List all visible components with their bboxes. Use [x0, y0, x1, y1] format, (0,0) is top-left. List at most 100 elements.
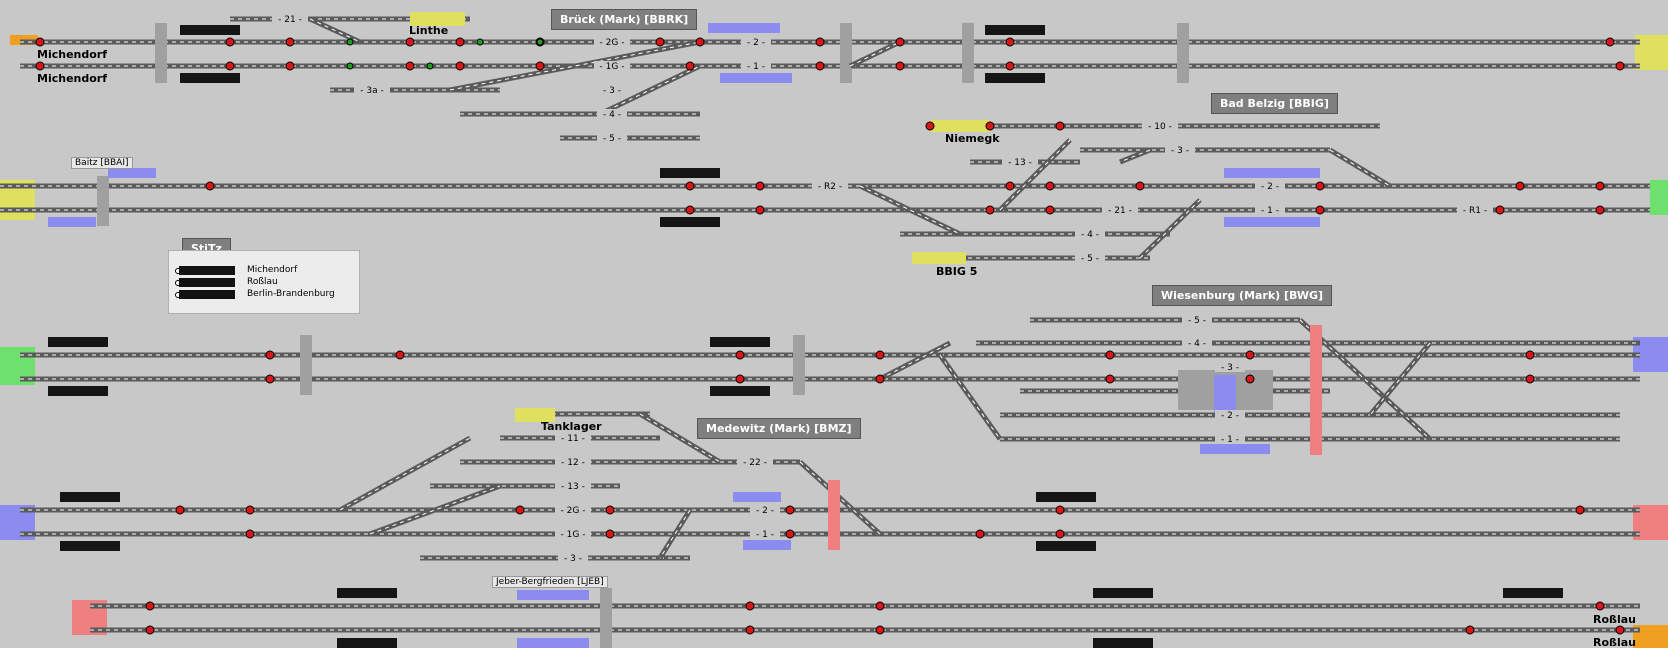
signal-red-icon[interactable] [785, 529, 795, 539]
signal-red-icon[interactable] [985, 121, 995, 131]
signal-red-icon[interactable] [605, 505, 615, 515]
occupancy-block[interactable] [710, 337, 770, 347]
signal-red-icon[interactable] [145, 625, 155, 635]
signal-red-icon[interactable] [685, 205, 695, 215]
signal-red-icon[interactable] [1465, 625, 1475, 635]
signal-red-icon[interactable] [1005, 181, 1015, 191]
signal-red-icon[interactable] [875, 625, 885, 635]
signal-red-icon[interactable] [1245, 350, 1255, 360]
signal-red-icon[interactable] [1105, 350, 1115, 360]
occupancy-block[interactable] [1093, 638, 1153, 648]
signal-red-icon[interactable] [875, 350, 885, 360]
signal-red-icon[interactable] [655, 37, 665, 47]
signal-red-icon[interactable] [535, 61, 545, 71]
signal-red-icon[interactable] [815, 61, 825, 71]
station-medewitz[interactable]: Medewitz (Mark) [BMZ] [697, 418, 861, 439]
occupancy-block[interactable] [1503, 588, 1563, 598]
signal-red-icon[interactable] [755, 205, 765, 215]
occupancy-block[interactable] [60, 541, 120, 551]
occupancy-block[interactable] [985, 73, 1045, 83]
signal-red-icon[interactable] [875, 601, 885, 611]
signal-red-icon[interactable] [895, 61, 905, 71]
signal-red-icon[interactable] [285, 61, 295, 71]
signal-red-icon[interactable] [1315, 205, 1325, 215]
occupancy-block[interactable] [660, 217, 720, 227]
signal-red-icon[interactable] [1005, 61, 1015, 71]
signal-red-icon[interactable] [1595, 181, 1605, 191]
signal-red-icon[interactable] [1515, 181, 1525, 191]
signal-green-icon[interactable] [346, 38, 354, 46]
station-wiesenburg[interactable]: Wiesenburg (Mark) [BWG] [1152, 285, 1333, 306]
station-brueck[interactable]: Brück (Mark) [BBRK] [551, 9, 698, 30]
signal-red-icon[interactable] [1055, 505, 1065, 515]
occupancy-block[interactable] [660, 168, 720, 178]
line-end-orange[interactable] [1633, 625, 1668, 648]
occupancy-block[interactable] [1036, 541, 1096, 551]
signal-red-icon[interactable] [925, 121, 935, 131]
occupancy-block[interactable] [337, 638, 397, 648]
signal-red-icon[interactable] [1045, 205, 1055, 215]
signal-green-icon[interactable] [346, 62, 354, 70]
signal-red-icon[interactable] [1595, 205, 1605, 215]
signal-red-icon[interactable] [205, 181, 215, 191]
signal-red-icon[interactable] [265, 350, 275, 360]
signal-red-icon[interactable] [145, 601, 155, 611]
signal-red-icon[interactable] [785, 505, 795, 515]
occupancy-block[interactable] [1093, 588, 1153, 598]
signal-red-icon[interactable] [975, 529, 985, 539]
signal-red-icon[interactable] [245, 529, 255, 539]
signal-red-icon[interactable] [1005, 37, 1015, 47]
signal-red-icon[interactable] [455, 37, 465, 47]
signal-red-icon[interactable] [35, 61, 45, 71]
signal-red-icon[interactable] [35, 37, 45, 47]
signal-red-icon[interactable] [1525, 374, 1535, 384]
signal-red-icon[interactable] [175, 505, 185, 515]
signal-red-icon[interactable] [245, 505, 255, 515]
signal-red-icon[interactable] [1605, 37, 1615, 47]
signal-red-icon[interactable] [895, 37, 905, 47]
signal-red-icon[interactable] [1615, 625, 1625, 635]
stitz-row-berlin-brandenburg[interactable]: Berlin-Brandenburg [175, 289, 355, 300]
signal-red-icon[interactable] [1495, 205, 1505, 215]
occupancy-block[interactable] [337, 588, 397, 598]
signal-red-icon[interactable] [1575, 505, 1585, 515]
signal-red-icon[interactable] [1525, 350, 1535, 360]
signal-red-icon[interactable] [405, 37, 415, 47]
signal-green-icon[interactable] [536, 38, 544, 46]
line-end-yellow[interactable] [1635, 35, 1668, 70]
signal-red-icon[interactable] [265, 374, 275, 384]
signal-red-icon[interactable] [1055, 121, 1065, 131]
signal-green-icon[interactable] [426, 62, 434, 70]
signal-red-icon[interactable] [985, 205, 995, 215]
occupancy-block[interactable] [48, 337, 108, 347]
signal-red-icon[interactable] [875, 374, 885, 384]
signal-red-icon[interactable] [745, 601, 755, 611]
signal-red-icon[interactable] [685, 61, 695, 71]
signal-red-icon[interactable] [1045, 181, 1055, 191]
signal-red-icon[interactable] [395, 350, 405, 360]
signal-red-icon[interactable] [1105, 374, 1115, 384]
signal-red-icon[interactable] [1615, 61, 1625, 71]
occupancy-block[interactable] [710, 386, 770, 396]
signal-red-icon[interactable] [605, 529, 615, 539]
stitz-row-rosslau[interactable]: Roßlau [175, 277, 355, 288]
signal-red-icon[interactable] [735, 350, 745, 360]
signal-red-icon[interactable] [815, 37, 825, 47]
signal-red-icon[interactable] [515, 505, 525, 515]
signal-red-icon[interactable] [455, 61, 465, 71]
signal-red-icon[interactable] [225, 37, 235, 47]
occupancy-block[interactable] [180, 73, 240, 83]
signal-red-icon[interactable] [695, 37, 705, 47]
signal-red-icon[interactable] [735, 374, 745, 384]
signal-red-icon[interactable] [1135, 181, 1145, 191]
signal-red-icon[interactable] [1595, 601, 1605, 611]
signal-red-icon[interactable] [405, 61, 415, 71]
occupancy-block[interactable] [48, 386, 108, 396]
signal-red-icon[interactable] [225, 61, 235, 71]
occupancy-block[interactable] [985, 25, 1045, 35]
signal-red-icon[interactable] [285, 37, 295, 47]
signal-red-icon[interactable] [1055, 529, 1065, 539]
station-bad-belzig[interactable]: Bad Belzig [BBIG] [1211, 93, 1338, 114]
stitz-row-michendorf[interactable]: Michendorf [175, 265, 355, 276]
signal-red-icon[interactable] [755, 181, 765, 191]
